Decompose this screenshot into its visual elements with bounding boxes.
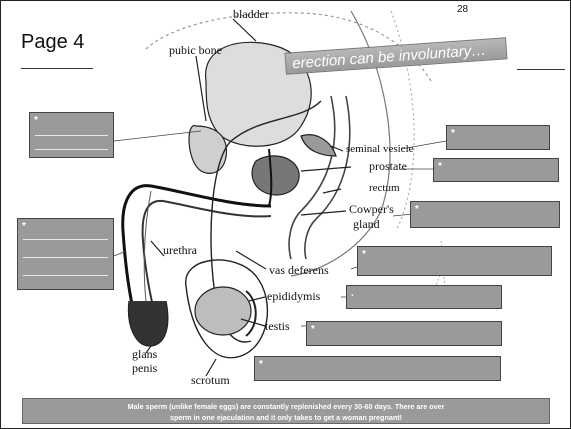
- box-line: [35, 149, 108, 150]
- answer-box-epididymis[interactable]: .: [346, 285, 502, 309]
- box-marker: *: [311, 324, 315, 335]
- box-line: [23, 239, 108, 240]
- label-glans-line2: penis: [132, 361, 157, 376]
- answer-box-cowpers-gland[interactable]: *: [410, 201, 560, 228]
- label-pubic-bone: pubic bone: [169, 43, 222, 58]
- box-marker: *: [438, 161, 442, 172]
- label-urethra: urethra: [163, 243, 197, 258]
- footer-line-2: sperm in one ejaculation and it only tak…: [23, 412, 549, 423]
- answer-box-pubic-bone[interactable]: *: [29, 112, 114, 158]
- label-cowpers-gland-line2: gland: [353, 217, 380, 232]
- box-marker: *: [259, 359, 263, 370]
- label-prostate: prostate: [369, 159, 407, 174]
- sperm-facts-footer: Male sperm (unlike female eggs) are cons…: [22, 398, 550, 424]
- answer-box-vas-deferens[interactable]: *: [357, 246, 552, 276]
- label-scrotum: scrotum: [191, 373, 230, 388]
- label-vas-deferens: vas deferens: [269, 263, 329, 278]
- label-epididymis: epididymis: [267, 289, 320, 304]
- box-line: [23, 257, 108, 258]
- box-line: [23, 275, 108, 276]
- label-glans-line1: glans: [132, 347, 157, 362]
- answer-box-seminal-vesicle[interactable]: *: [446, 125, 550, 150]
- label-testis: testis: [265, 319, 290, 334]
- box-marker: *: [362, 249, 366, 260]
- answer-box-prostate[interactable]: *: [433, 158, 559, 182]
- box-marker: .: [351, 288, 354, 299]
- label-bladder: bladder: [233, 7, 269, 22]
- label-cowpers-gland-line1: Cowper's: [349, 202, 394, 217]
- box-marker: *: [415, 204, 419, 215]
- box-line: [35, 135, 108, 136]
- box-marker: *: [451, 128, 455, 139]
- label-seminal-vesicle: seminal vesicle: [346, 143, 414, 155]
- label-rectum: rectum: [369, 182, 400, 194]
- answer-box-glans-penis[interactable]: *: [17, 218, 114, 290]
- box-marker: *: [22, 221, 26, 232]
- answer-box-scrotum[interactable]: *: [254, 356, 501, 381]
- box-marker: *: [34, 115, 38, 126]
- answer-box-testis[interactable]: *: [306, 321, 502, 346]
- footer-line-1: Male sperm (unlike female eggs) are cons…: [23, 401, 549, 412]
